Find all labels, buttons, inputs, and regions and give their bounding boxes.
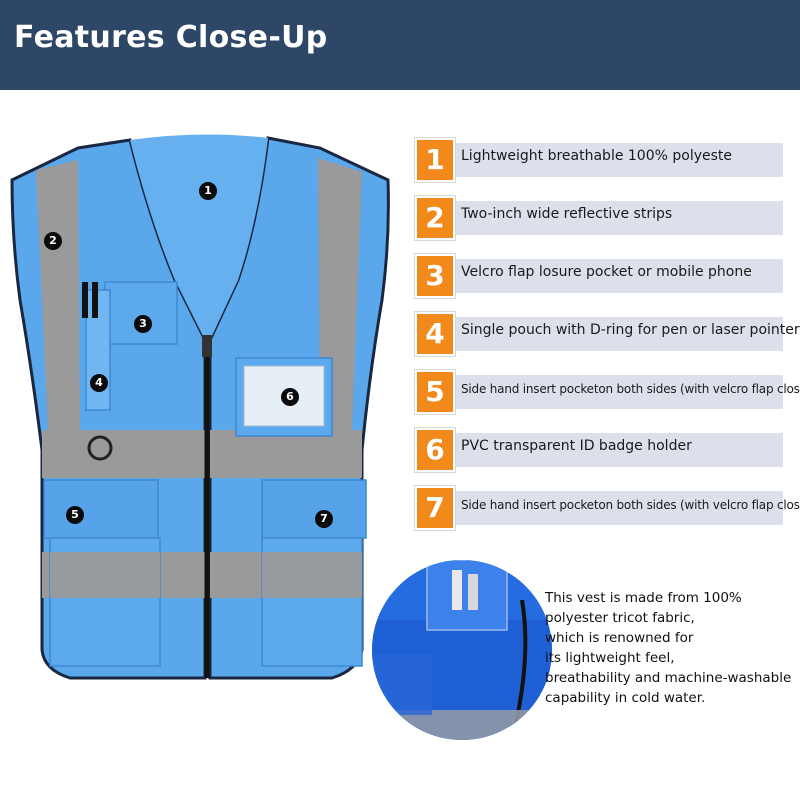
- description-line: breathability and machine-washable: [545, 670, 792, 686]
- vest-back-panel: [130, 134, 268, 340]
- feature-item-6: 6 PVC transparent ID badge holder: [415, 428, 785, 472]
- feature-text: Two-inch wide reflective strips: [461, 206, 673, 222]
- feature-strip: [437, 433, 783, 467]
- feature-number-badge: 2: [415, 196, 455, 240]
- marker-3: 3: [134, 315, 152, 333]
- feature-item-5: 5 Side hand insert pocketon both sides (…: [415, 370, 800, 414]
- reflective-band-pocket-right: [262, 552, 362, 598]
- marker-7: 7: [315, 510, 333, 528]
- fabric-closeup-photo: [372, 560, 552, 740]
- feature-text: Lightweight breathable 100% polyeste: [461, 148, 733, 164]
- reflective-strip-left: [36, 160, 80, 430]
- page-title: Features Close-Up: [14, 20, 328, 55]
- feature-item-7: 7 Side hand insert pocketon both sides (…: [415, 486, 800, 530]
- feature-text: PVC transparent ID badge holder: [461, 438, 692, 454]
- description-line: which is renowned for: [545, 630, 694, 646]
- feature-text: Single pouch with D-ring for pen or lase…: [461, 322, 800, 338]
- zipper-pull: [202, 335, 212, 357]
- pen-right: [92, 282, 98, 318]
- feature-strip: [437, 201, 783, 235]
- marker-1: 1: [199, 182, 217, 200]
- marker-5: 5: [66, 506, 84, 524]
- d-ring: [87, 435, 113, 461]
- feature-item-2: 2 Two-inch wide reflective strips: [415, 196, 785, 240]
- feature-strip: [437, 375, 783, 409]
- description-line: polyester tricot fabric,: [545, 610, 695, 626]
- feature-item-3: 3 Velcro flap losure pocket or mobile ph…: [415, 254, 785, 298]
- feature-number-badge: 5: [415, 370, 455, 414]
- feature-strip: [437, 317, 783, 351]
- feature-number-badge: 7: [415, 486, 455, 530]
- feature-text: Velcro flap losure pocket or mobile phon…: [461, 264, 752, 280]
- marker-6: 6: [281, 388, 299, 406]
- feature-number-badge: 6: [415, 428, 455, 472]
- vest-illustration: 1 2 3 4 5 6 7: [0, 130, 400, 690]
- header-banner: Features Close-Up: [0, 0, 800, 90]
- reflective-band-pocket-left: [50, 552, 160, 598]
- lower-right-pocket-flap: [261, 479, 367, 539]
- fabric-closeup-graphic: [372, 560, 552, 740]
- phone-pocket: [104, 281, 178, 345]
- feature-text: Side hand insert pocketon both sides (wi…: [461, 498, 800, 512]
- feature-strip: [437, 143, 783, 177]
- description-line: This vest is made from 100%: [545, 590, 742, 606]
- feature-item-4: 4 Single pouch with D-ring for pen or la…: [415, 312, 800, 356]
- description-line: capability in cold water.: [545, 690, 706, 706]
- feature-number-badge: 3: [415, 254, 455, 298]
- lower-left-pocket-flap: [43, 479, 159, 539]
- fabric-description: This vest is made from 100% polyester tr…: [545, 588, 795, 708]
- pen-left: [82, 282, 88, 318]
- reflective-band-upper-left: [42, 430, 205, 478]
- description-line: its lightweight feel,: [545, 650, 675, 666]
- feature-strip: [437, 259, 783, 293]
- vest-graphic: [10, 134, 390, 680]
- marker-2: 2: [44, 232, 62, 250]
- feature-number-badge: 4: [415, 312, 455, 356]
- feature-number-badge: 1: [415, 138, 455, 182]
- marker-4: 4: [90, 374, 108, 392]
- feature-strip: [437, 491, 783, 525]
- feature-text: Side hand insert pocketon both sides (wi…: [461, 382, 800, 396]
- reflective-band-upper-right: [210, 430, 362, 478]
- feature-item-1: 1 Lightweight breathable 100% polyeste: [415, 138, 785, 182]
